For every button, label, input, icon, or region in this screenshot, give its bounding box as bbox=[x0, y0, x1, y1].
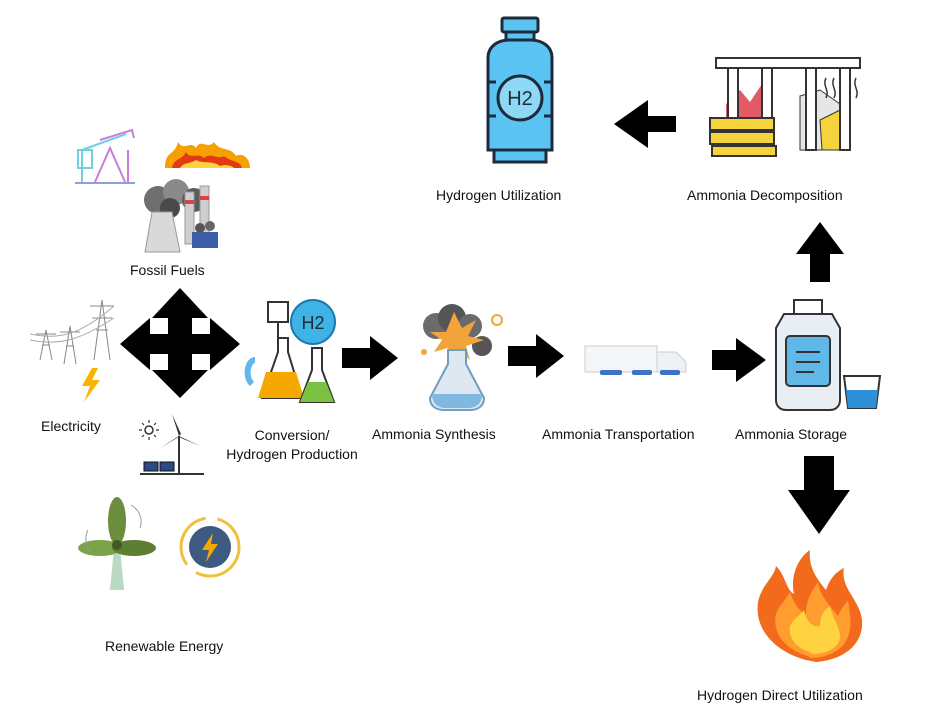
factory-smoke-icon bbox=[144, 179, 218, 253]
label-ammonia-synthesis: Ammonia Synthesis bbox=[372, 426, 496, 442]
power-lines-icon bbox=[29, 299, 115, 365]
label-fossil-fuels: Fossil Fuels bbox=[130, 262, 205, 278]
arrow-transport-to-storage bbox=[712, 338, 766, 382]
flare-fire-icon bbox=[165, 142, 250, 168]
arrow-storage-to-decomposition bbox=[796, 222, 844, 282]
h2-bubble-text: H2 bbox=[301, 313, 324, 333]
label-conversion-line2: Hydrogen Production bbox=[226, 446, 358, 462]
label-conversion: Conversion/ Hydrogen Production bbox=[212, 426, 372, 464]
label-conversion-line1: Conversion/ bbox=[254, 427, 330, 443]
arrow-storage-to-direct-utilization bbox=[788, 456, 850, 534]
wind-turbine-icon bbox=[78, 497, 156, 590]
label-hydrogen-direct-utilization: Hydrogen Direct Utilization bbox=[697, 687, 863, 703]
label-renewable-energy: Renewable Energy bbox=[105, 638, 224, 654]
label-ammonia-decomposition: Ammonia Decomposition bbox=[687, 187, 843, 203]
label-electricity: Electricity bbox=[41, 418, 101, 434]
truck-icon bbox=[584, 345, 687, 375]
hydrogen-tank-icon bbox=[486, 16, 554, 164]
storage-bottle-icon bbox=[775, 299, 882, 411]
lightning-bolt-icon bbox=[82, 368, 100, 402]
arrow-conversion-to-synthesis bbox=[342, 336, 398, 380]
label-hydrogen-utilization: Hydrogen Utilization bbox=[436, 187, 562, 203]
label-ammonia-transportation: Ammonia Transportation bbox=[542, 426, 695, 442]
arrow-decomposition-to-utilization bbox=[614, 100, 676, 148]
h2-flasks-icon bbox=[244, 299, 336, 403]
oil-pump-icon bbox=[75, 128, 135, 184]
flame-icon bbox=[757, 550, 863, 662]
arrow-synthesis-to-transport bbox=[508, 334, 564, 378]
solar-wind-icon bbox=[139, 414, 204, 475]
synthesis-flask-icon bbox=[421, 304, 503, 411]
h2-tank-text: H2 bbox=[507, 88, 533, 110]
four-way-arrow-icon bbox=[120, 288, 240, 398]
renewable-energy-circle-icon bbox=[179, 516, 241, 578]
label-ammonia-storage: Ammonia Storage bbox=[735, 426, 848, 442]
decomposition-icon bbox=[709, 57, 861, 157]
